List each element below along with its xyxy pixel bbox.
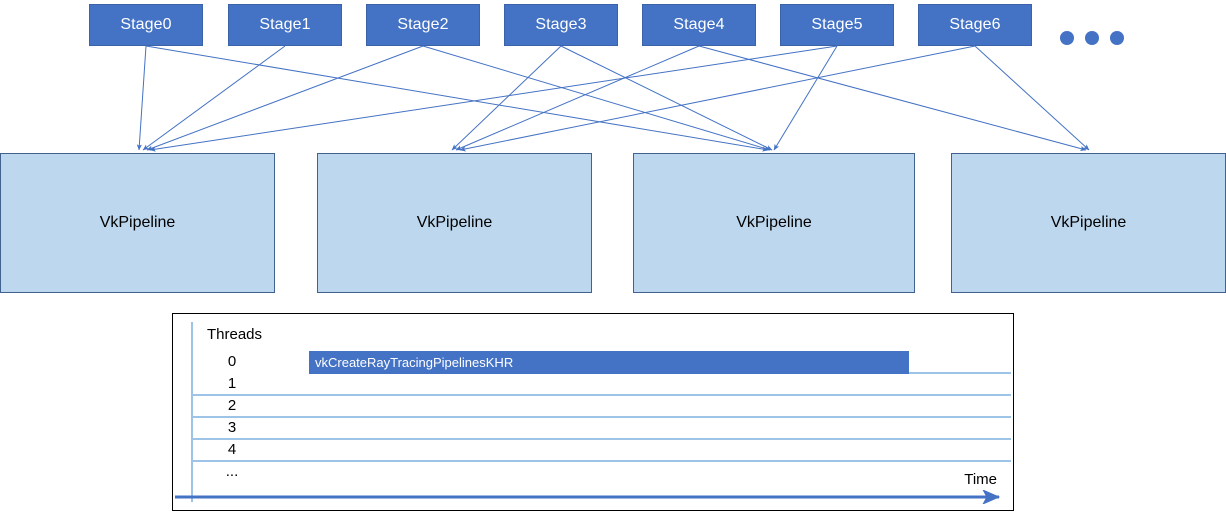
edge-Stage2-to-VkPipeline-3 bbox=[422, 45, 771, 151]
timeline-row-baseline bbox=[191, 416, 1011, 418]
thread-id-label: ... bbox=[225, 463, 239, 480]
stage-label: Stage4 bbox=[673, 16, 725, 33]
thread-id-label: 2 bbox=[227, 397, 237, 414]
stage-box-2[interactable]: Stage2 bbox=[366, 4, 480, 46]
timeline-row-baseline bbox=[909, 372, 1011, 374]
timeline-bar[interactable]: vkCreateRayTracingPipelinesKHR bbox=[309, 351, 909, 374]
pipeline-box-0[interactable]: VkPipeline bbox=[0, 153, 275, 293]
edge-Stage5-to-VkPipeline-1 bbox=[149, 45, 838, 152]
edge-Stage6-to-VkPipeline-2 bbox=[459, 45, 976, 152]
dot-icon bbox=[1085, 31, 1099, 45]
time-axis-label: Time bbox=[964, 471, 997, 488]
stage-label: Stage1 bbox=[259, 16, 311, 33]
stage-box-0[interactable]: Stage0 bbox=[89, 4, 203, 46]
stage-box-4[interactable]: Stage4 bbox=[642, 4, 756, 46]
pipeline-label: VkPipeline bbox=[736, 214, 812, 231]
stage-box-6[interactable]: Stage6 bbox=[918, 4, 1032, 46]
timeline-row[interactable]: ... bbox=[191, 462, 1015, 484]
timeline-row[interactable]: 3 bbox=[191, 418, 1015, 440]
edge-Stage3-to-VkPipeline-2 bbox=[451, 45, 562, 151]
threads-axis-label: Threads bbox=[207, 326, 263, 343]
pipeline-box-1[interactable]: VkPipeline bbox=[317, 153, 592, 293]
thread-id-label: 4 bbox=[227, 441, 237, 458]
stage-label: Stage0 bbox=[120, 16, 172, 33]
edge-Stage1-to-VkPipeline-1 bbox=[142, 45, 286, 151]
dot-icon bbox=[1110, 31, 1124, 45]
edge-Stage2-to-VkPipeline-1 bbox=[146, 45, 424, 151]
dot-icon bbox=[1060, 31, 1074, 45]
stage-label: Stage2 bbox=[397, 16, 449, 33]
timeline-row[interactable]: 1 bbox=[191, 374, 1015, 396]
timeline-row-baseline bbox=[191, 460, 1011, 462]
stage-box-3[interactable]: Stage3 bbox=[504, 4, 618, 46]
stage-box-1[interactable]: Stage1 bbox=[228, 4, 342, 46]
edge-Stage5-to-VkPipeline-3 bbox=[773, 45, 838, 151]
time-axis-arrow bbox=[175, 490, 1001, 504]
stage-label: Stage5 bbox=[811, 16, 863, 33]
timeline-row[interactable]: 4 bbox=[191, 440, 1015, 462]
thread-axis-line bbox=[191, 322, 193, 502]
stage-label: Stage6 bbox=[949, 16, 1001, 33]
pipeline-label: VkPipeline bbox=[99, 214, 176, 231]
edge-Stage3-to-VkPipeline-3 bbox=[560, 45, 773, 151]
pipeline-box-3[interactable]: VkPipeline bbox=[951, 153, 1226, 293]
pipeline-label: VkPipeline bbox=[1050, 214, 1127, 231]
edge-Stage0-to-VkPipeline-3 bbox=[145, 45, 769, 152]
edge-Stage4-to-VkPipeline-4 bbox=[698, 45, 1087, 152]
edge-Stage6-to-VkPipeline-4 bbox=[974, 45, 1090, 151]
stage-label: Stage3 bbox=[535, 16, 587, 33]
timeline-row-baseline bbox=[191, 438, 1011, 440]
timeline-row[interactable]: 0 vkCreateRayTracingPipelinesKHR bbox=[191, 351, 1015, 374]
timeline-bar-label: vkCreateRayTracingPipelinesKHR bbox=[315, 355, 514, 370]
thread-id-label: 3 bbox=[227, 419, 237, 436]
edge-Stage4-to-VkPipeline-2 bbox=[455, 45, 700, 151]
pipeline-box-2[interactable]: VkPipeline bbox=[633, 153, 915, 293]
pipeline-label: VkPipeline bbox=[416, 214, 493, 231]
thread-id-label: 1 bbox=[227, 375, 237, 392]
more-stages-icon bbox=[1060, 31, 1124, 45]
thread-id-label: 0 bbox=[227, 353, 237, 370]
timeline-row-baseline bbox=[191, 394, 1011, 396]
stage-box-5[interactable]: Stage5 bbox=[780, 4, 894, 46]
timeline-row[interactable]: 2 bbox=[191, 396, 1015, 418]
edge-Stage0-to-VkPipeline-1 bbox=[136, 45, 147, 151]
timeline-panel: Threads 0 vkCreateRayTracingPipelinesKHR 1… bbox=[172, 313, 1014, 511]
